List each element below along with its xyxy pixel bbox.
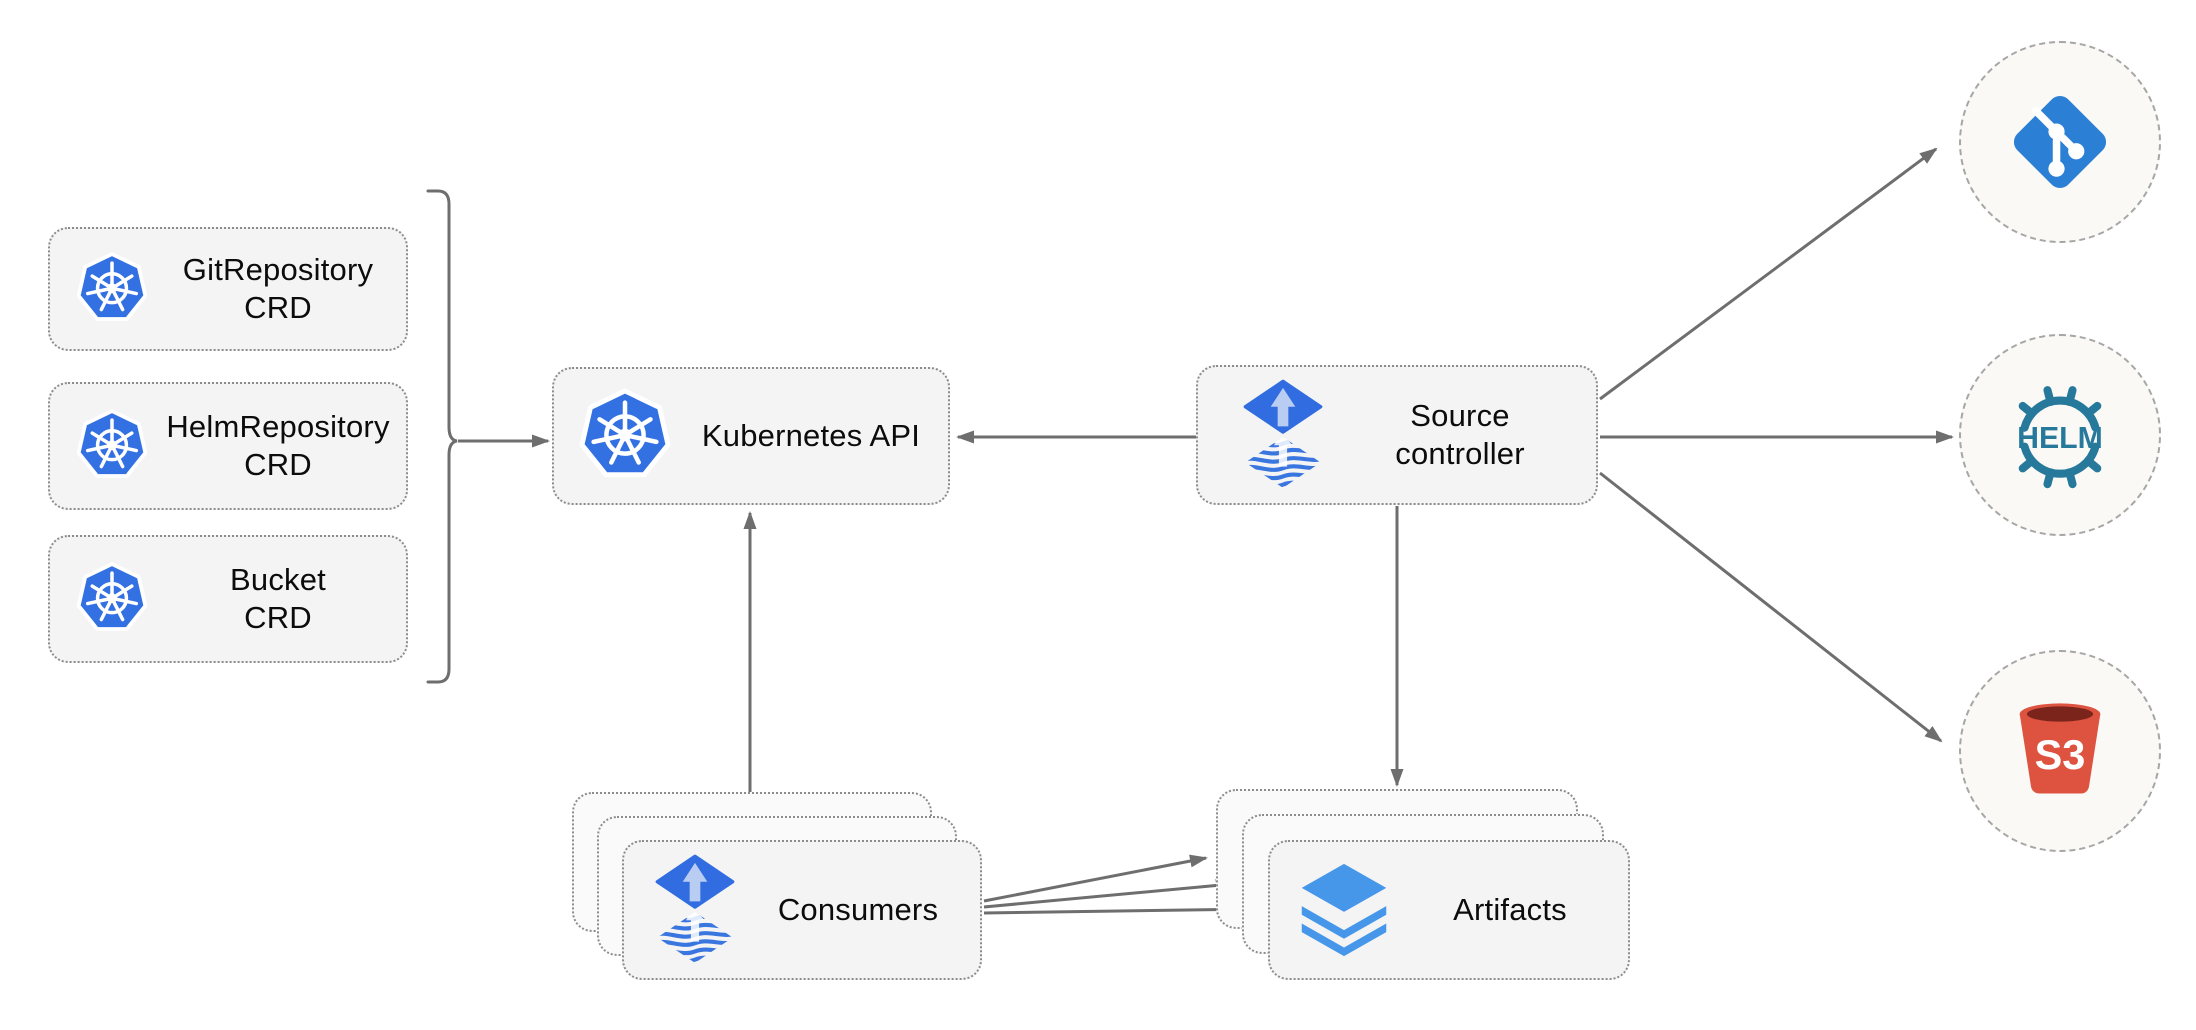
- node-kubernetes-api: Kubernetes API: [552, 367, 950, 505]
- node-consumers: Consumers: [622, 840, 982, 980]
- node-label: Artifacts: [1453, 892, 1567, 927]
- arrow-consumers-to-artifacts-3: [983, 902, 1260, 916]
- arrow-source-to-git: [1599, 147, 1938, 401]
- node-helm-repository: HELM: [1959, 334, 2161, 536]
- node-label: HelmRepository CRD: [166, 409, 390, 482]
- helm-label: HELM: [2017, 422, 2103, 455]
- kubernetes-icon: [76, 409, 148, 478]
- node-s3-bucket: S3: [1959, 650, 2161, 852]
- node-git-repository: [1959, 41, 2161, 243]
- node-bucket-crd: Bucket CRD: [48, 535, 408, 663]
- arrow-consumers-to-artifacts-2: [983, 879, 1234, 909]
- kubernetes-icon: [579, 388, 671, 478]
- crd-group-bracket: [426, 189, 458, 684]
- arrow-consumers-to-artifacts-1: [983, 854, 1208, 903]
- s3-bucket-icon: S3: [2019, 703, 2101, 794]
- s3-label: S3: [2035, 731, 2086, 778]
- node-label: Consumers: [777, 892, 939, 927]
- node-helmrepository-crd: HelmRepository CRD: [48, 382, 408, 510]
- flux-icon: [1243, 379, 1323, 488]
- node-label: Bucket CRD: [230, 562, 326, 635]
- kubernetes-icon: [76, 252, 148, 321]
- node-label: Kubernetes API: [701, 418, 921, 453]
- node-gitrepository-crd: GitRepository CRD: [48, 227, 408, 351]
- node-source-controller: Source controller: [1196, 365, 1598, 505]
- layers-icon: [1301, 863, 1387, 957]
- helm-icon: HELM: [2017, 386, 2103, 489]
- node-artifacts: Artifacts: [1268, 840, 1630, 980]
- kubernetes-icon: [76, 562, 148, 631]
- git-icon: [2013, 95, 2107, 189]
- flux-icon: [655, 854, 735, 963]
- arrow-source-to-s3: [1599, 471, 1943, 743]
- node-label: Source controller: [1395, 398, 1525, 471]
- node-label: GitRepository CRD: [182, 252, 374, 325]
